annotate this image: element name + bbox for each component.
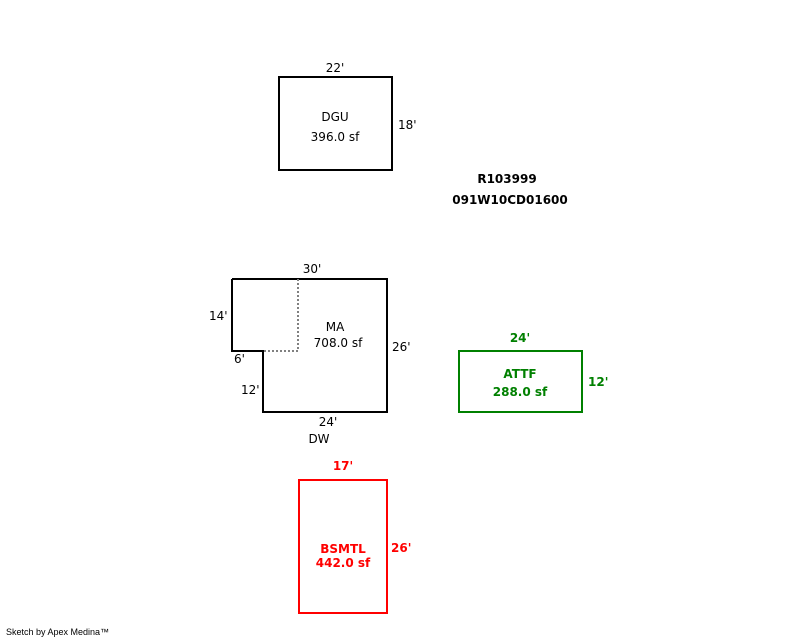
- ma-code: MA: [326, 320, 345, 334]
- dgu-area-value: 396.0 sf: [311, 130, 360, 144]
- ma-outline: [231, 278, 388, 413]
- parcel-id: R103999: [477, 172, 536, 186]
- bsmtl-side-dim: 26': [391, 541, 411, 555]
- ma-left-lower-dim: 12': [241, 383, 260, 397]
- bsmtl-area-value: 442.0 sf: [316, 556, 371, 570]
- ma-top-dim: 30': [303, 262, 322, 276]
- attf-code: ATTF: [503, 367, 536, 381]
- ma-right-dim: 26': [392, 340, 411, 354]
- dgu-area: 22' 18' DGU 396.0 sf: [278, 61, 417, 171]
- ma-area: 30' 26' 24' 14' 6' 12' MA 708.0 sf DW: [209, 262, 411, 446]
- bsmtl-top-dim: 17': [333, 459, 353, 473]
- bsmtl-outline: [298, 479, 388, 614]
- dgu-code: DGU: [321, 110, 348, 124]
- attf-area: 24' 12' ATTF 288.0 sf: [458, 331, 608, 413]
- ma-bottom-dim: 24': [319, 415, 338, 429]
- ma-area-value: 708.0 sf: [314, 336, 363, 350]
- attf-outline: [458, 350, 583, 413]
- attf-area-value: 288.0 sf: [493, 385, 548, 399]
- sketch-credit: Sketch by Apex Medina™: [6, 627, 110, 637]
- attf-side-dim: 12': [588, 375, 608, 389]
- attf-top-dim: 24': [510, 331, 530, 345]
- ma-left-upper-dim: 14': [209, 309, 228, 323]
- dgu-outline: [278, 76, 393, 171]
- parcel-map-number: 091W10CD01600: [452, 193, 568, 207]
- dgu-side-dim: 18': [398, 118, 417, 132]
- bsmtl-area: 17' 26' BSMTL 442.0 sf: [298, 459, 411, 614]
- dw-label: DW: [308, 432, 329, 446]
- addn-divider: [263, 279, 299, 352]
- dgu-top-dim: 22': [326, 61, 345, 75]
- ma-step-dim: 6': [234, 352, 245, 366]
- bsmtl-code: BSMTL: [320, 542, 366, 556]
